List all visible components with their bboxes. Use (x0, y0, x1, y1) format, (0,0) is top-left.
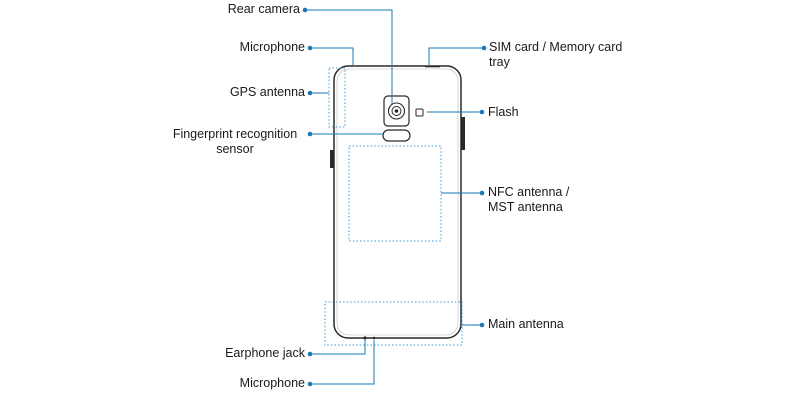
callout-sim-tray (428, 47, 484, 66)
label-sim-tray-line2: tray (489, 55, 510, 69)
dot-microphone-top (307, 45, 313, 51)
rear-camera-lens-inner (391, 106, 402, 116)
label-earphone-jack: Earphone jack (225, 346, 305, 360)
fingerprint-sensor (382, 129, 411, 142)
gps-antenna-region (328, 67, 346, 128)
callout-microphone-top (310, 47, 354, 65)
label-fingerprint: Fingerprint recognition sensor (165, 127, 305, 157)
label-nfc-line1: NFC antenna / (488, 185, 570, 199)
nfc-antenna-region (348, 145, 442, 242)
rear-camera-lens-outer (387, 102, 406, 120)
dot-rear-camera (302, 7, 308, 13)
main-antenna-region (324, 301, 463, 346)
dot-fingerprint (307, 131, 313, 137)
callout-earphone-jack (310, 340, 366, 355)
callout-dots (302, 7, 487, 387)
label-fingerprint-line1: Fingerprint recognition (172, 127, 298, 141)
dot-microphone-bottom (307, 381, 313, 387)
label-sim-tray-line1: SIM card / Memory card (489, 40, 623, 54)
label-gps-antenna: GPS antenna (229, 85, 305, 99)
label-microphone-top: Microphone (239, 40, 305, 54)
dot-sim-tray (481, 45, 487, 51)
callout-lines (305, 9, 484, 385)
label-microphone-bottom: Microphone (239, 376, 305, 390)
phone-body (333, 65, 462, 339)
earphone-jack-port (363, 336, 367, 340)
label-main-antenna: Main antenna (488, 317, 564, 331)
flash-led (415, 108, 424, 117)
label-rear-camera: Rear camera (227, 2, 300, 16)
volume-key-right (461, 117, 465, 150)
phone-inner-edge (336, 68, 459, 336)
side-key-left (330, 150, 334, 168)
callout-rear-camera (305, 9, 393, 104)
dot-nfc (479, 190, 485, 196)
label-nfc-line2: MST antenna (488, 200, 563, 214)
dot-flash (479, 109, 485, 115)
label-sim-tray: SIM card / Memory card tray (489, 40, 622, 70)
dot-main-antenna (479, 322, 485, 328)
callout-microphone-bottom (310, 340, 375, 385)
dot-gps-antenna (307, 90, 313, 96)
label-fingerprint-line2: sensor (216, 142, 254, 156)
camera-module (383, 95, 410, 127)
rear-camera-lens-core (394, 109, 399, 113)
dot-earphone-jack (307, 351, 313, 357)
label-flash: Flash (488, 105, 519, 119)
bottom-microphone-port (372, 336, 376, 340)
label-nfc: NFC antenna / MST antenna (488, 185, 569, 215)
